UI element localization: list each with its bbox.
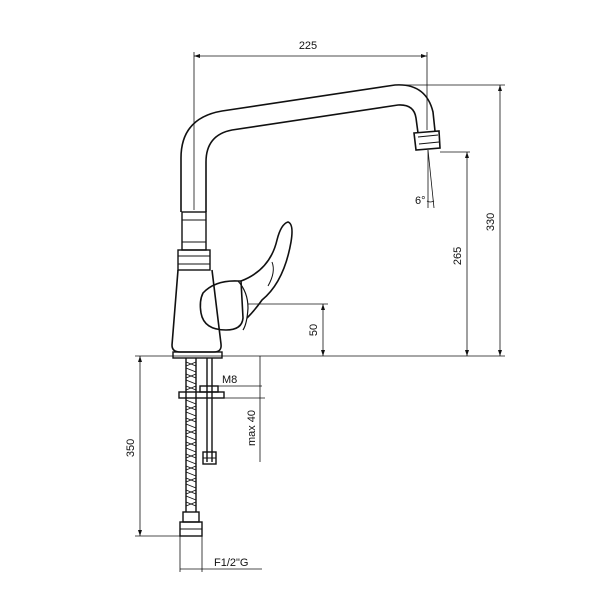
dimension-labels: 225 330 265 50 350 M8 max 40 F1/2"G 6°	[125, 40, 497, 569]
dim-330-label: 330	[485, 213, 497, 231]
faucet-outline	[171, 84, 441, 359]
mounting-hardware	[178, 358, 225, 465]
dim-265-label: 265	[452, 247, 464, 265]
dim-225-label: 225	[299, 40, 317, 52]
flexible-hose	[179, 358, 203, 537]
cartridge-housing	[199, 280, 244, 331]
aerator	[413, 130, 441, 151]
dim-m8-label: M8	[222, 374, 237, 386]
base-plate	[172, 351, 223, 359]
faucet-body	[171, 269, 222, 353]
swivel-collar	[181, 211, 207, 251]
dimension-lines	[135, 52, 505, 572]
dim-max40-label: max 40	[246, 410, 258, 446]
hose-fitting	[182, 511, 200, 523]
dim-angle-label: 6°	[415, 195, 426, 207]
dim-connection-label: F1/2"G	[214, 557, 248, 569]
dim-350-label: 350	[125, 439, 137, 457]
lever-handle	[240, 221, 293, 319]
dim-50-label: 50	[308, 324, 320, 336]
